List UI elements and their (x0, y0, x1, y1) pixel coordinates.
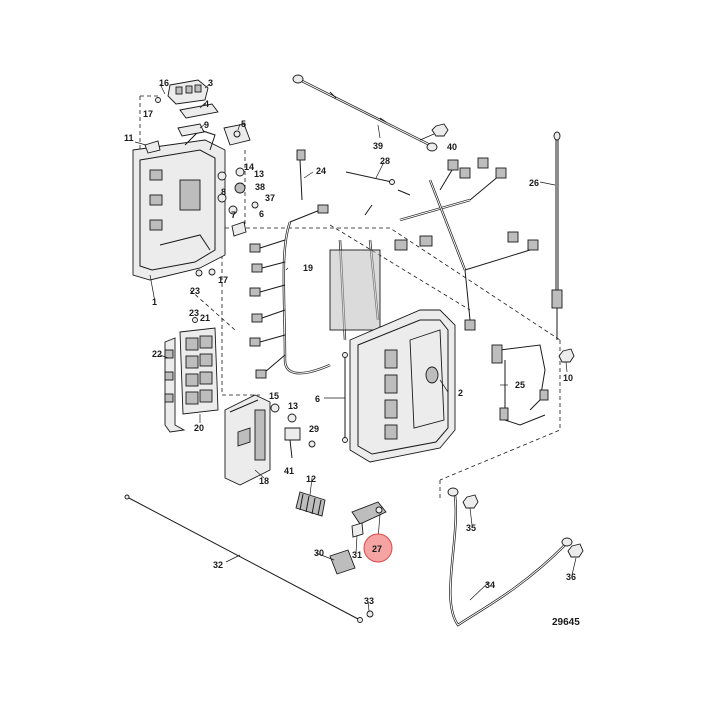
callout-35: 35 (466, 523, 476, 533)
small-bracket-part-5 (223, 123, 251, 146)
callout-8: 8 (221, 187, 226, 197)
connector-part-30 (329, 549, 356, 575)
main-engine-harness (329, 157, 539, 341)
callout-29: 29 (309, 424, 319, 434)
callout-37: 37 (265, 193, 275, 203)
relay-block-part-20 (179, 327, 219, 415)
callout-34: 34 (485, 580, 495, 590)
ecm-bracket-housing (132, 129, 226, 281)
rod-part-32 (124, 494, 363, 623)
nut-part-40 (431, 123, 449, 137)
callout-41: 41 (284, 466, 294, 476)
callout-leader-lines (134, 83, 577, 612)
callout-27: 27 (372, 544, 382, 554)
callout-22: 22 (152, 349, 162, 359)
callout-12: 12 (306, 474, 316, 484)
terminal-part-27 (351, 501, 387, 525)
ecm-module-part-18 (224, 394, 271, 486)
callout-14: 14 (244, 162, 254, 172)
callout-17-mid: 17 (218, 275, 228, 285)
callout-2: 2 (458, 388, 463, 398)
callout-7: 7 (231, 210, 236, 220)
small-harness-part-25 (491, 344, 549, 426)
screw-part-33 (366, 610, 374, 618)
callout-28: 28 (380, 156, 390, 166)
callout-21: 21 (200, 313, 210, 323)
nut-part-36 (567, 543, 584, 558)
callout-23-top: 23 (190, 286, 200, 296)
nut-part-10 (558, 348, 575, 363)
battery-cable-part-39 (292, 74, 438, 152)
callout-18: 18 (259, 476, 269, 486)
callout-30: 30 (314, 548, 324, 558)
callout-numbers: 3 16 17 4 9 5 11 14 13 38 8 37 7 6 39 40… (124, 78, 576, 606)
callout-24: 24 (316, 166, 326, 176)
callout-26: 26 (529, 178, 539, 188)
callout-6-top: 6 (259, 209, 264, 219)
clip-part-11 (144, 140, 161, 154)
callout-39: 39 (373, 141, 383, 151)
callout-33: 33 (364, 596, 374, 606)
callout-31: 31 (352, 550, 362, 560)
callout-38: 38 (255, 182, 265, 192)
highlight-circle-27 (363, 533, 393, 563)
lower-cable-part-34 (447, 487, 573, 627)
tie-strap-part-28 (345, 171, 395, 185)
callout-13: 13 (288, 401, 298, 411)
callout-20: 20 (194, 423, 204, 433)
diagram-reference-number: 29645 (552, 617, 580, 628)
wiring-harness-part-19 (249, 204, 331, 379)
small-fasteners-lower (270, 403, 316, 459)
connector-part-31 (351, 522, 364, 538)
callout-19: 19 (303, 263, 313, 273)
screws-part-23 (192, 268, 216, 323)
callout-4: 4 (204, 99, 209, 109)
callout-6: 6 (315, 394, 320, 404)
bracket-strip-part-22 (164, 337, 186, 433)
callout-11: 11 (124, 133, 134, 143)
callout-5: 5 (241, 119, 246, 129)
ribbed-boot-part-12 (295, 491, 326, 517)
long-cable-part-26 (551, 131, 563, 340)
callout-16: 16 (159, 78, 169, 88)
callout-23: 23 (189, 308, 199, 318)
flywheel-cover-part-2 (349, 309, 456, 463)
nut-part-35 (462, 494, 479, 509)
callout-17-top: 17 (143, 109, 153, 119)
callout-15: 15 (269, 391, 279, 401)
callout-9: 9 (204, 120, 209, 130)
callout-40: 40 (447, 142, 457, 152)
studs-part-6 (342, 352, 348, 443)
callout-36: 36 (566, 572, 576, 582)
callout-25: 25 (515, 380, 525, 390)
sensor-lead-part-24 (296, 149, 306, 201)
fastener-hardware-cluster (217, 167, 259, 237)
connector-block-top (155, 79, 219, 137)
callout-3: 3 (208, 78, 213, 88)
callout-1: 1 (152, 297, 157, 307)
callout-13-top: 13 (254, 169, 264, 179)
callout-32: 32 (213, 560, 223, 570)
callout-10: 10 (563, 373, 573, 383)
